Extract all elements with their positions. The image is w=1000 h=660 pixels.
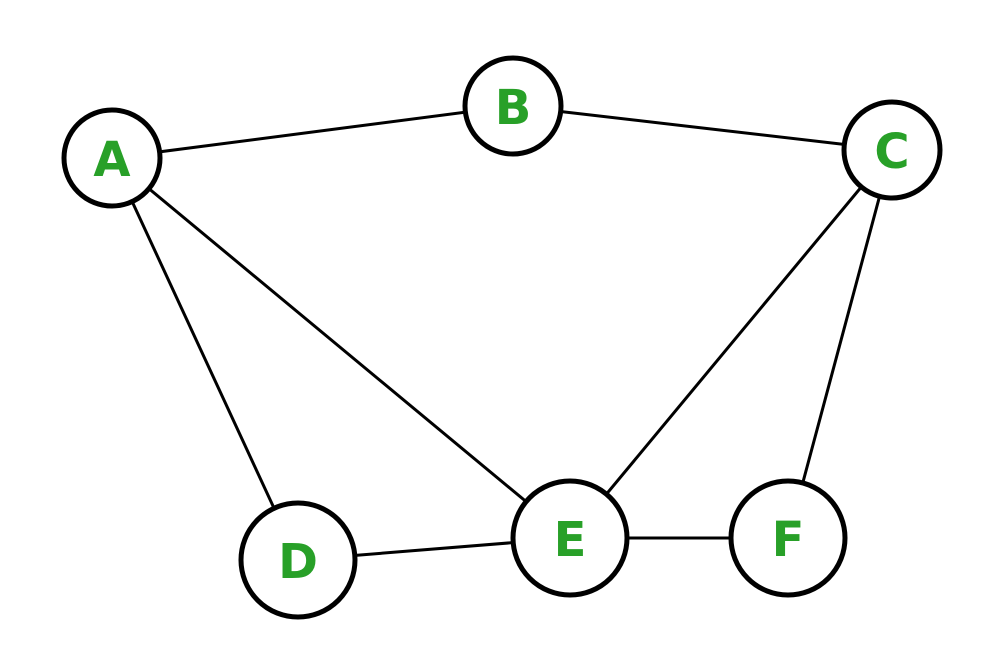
nodes-layer: A B C D E F <box>61 55 943 620</box>
node-C: C <box>841 99 943 201</box>
node-circle-B <box>462 55 564 157</box>
node-D: D <box>238 500 358 620</box>
edge-A-D <box>110 157 300 561</box>
node-label-D: D <box>278 534 318 590</box>
node-label-F: F <box>772 512 805 568</box>
node-B: B <box>462 55 564 157</box>
edge-B-C <box>512 104 893 152</box>
node-circle-F <box>728 478 848 598</box>
node-circle-E <box>510 478 630 598</box>
node-A: A <box>61 107 163 209</box>
edge-C-E <box>568 149 894 539</box>
node-label-C: C <box>874 124 909 180</box>
edge-A-E <box>111 156 571 540</box>
edges-layer <box>110 104 894 562</box>
node-E: E <box>510 478 630 598</box>
node-F: F <box>728 478 848 598</box>
edge-C-F <box>786 149 894 539</box>
node-label-B: B <box>495 80 532 136</box>
node-label-A: A <box>93 132 130 188</box>
edge-A-B <box>111 104 514 160</box>
node-circle-A <box>61 107 163 209</box>
node-label-E: E <box>554 512 587 568</box>
node-circle-D <box>238 500 358 620</box>
node-circle-C <box>841 99 943 201</box>
